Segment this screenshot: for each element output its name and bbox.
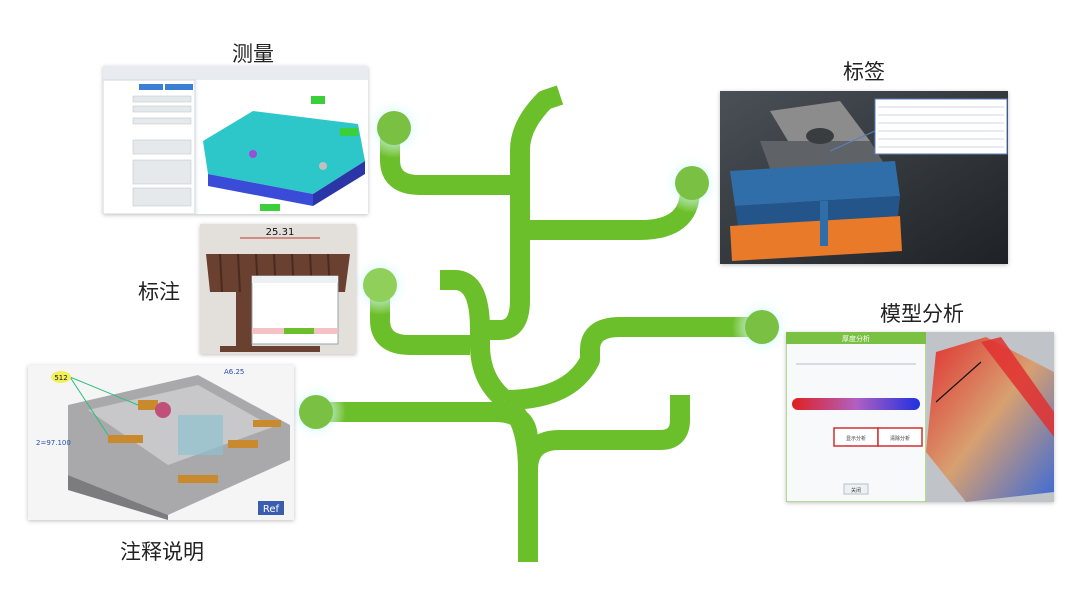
analysis-title-text: 厚度分析 (842, 334, 870, 343)
node-annotation (299, 395, 333, 429)
label-annotation: 注释说明 (120, 540, 204, 564)
branch-annotation (316, 402, 538, 441)
annotation-screenshot: 512 A6.25 2=97.100 Ref (28, 365, 294, 520)
label-dimension: 标注 (138, 280, 180, 304)
label-measure: 测量 (232, 42, 274, 66)
dimension-screenshot: 25.31 (200, 224, 356, 354)
analysis-btn-1-text: 显示分析 (846, 435, 866, 442)
annotation-label-c: 2=97.100 (36, 439, 71, 447)
annotation-ref-text: Ref (263, 504, 280, 515)
branch-middle (470, 330, 512, 408)
branch-measure (480, 85, 564, 340)
bottom-margin (0, 562, 1080, 605)
branch-dimension (370, 285, 470, 355)
measure-screenshot (103, 66, 368, 214)
node-measure (377, 111, 411, 145)
node-tag (675, 166, 709, 200)
branch-model-analysis (504, 317, 760, 410)
dimension-value-text: 25.31 (266, 227, 295, 238)
analysis-close-text: 关闭 (851, 487, 861, 494)
tag-screenshot (720, 91, 1008, 264)
label-model-analysis: 模型分析 (880, 302, 964, 326)
annotation-balloon-text: 512 (54, 374, 67, 382)
analysis-btn-2-text: 清除分析 (890, 435, 910, 442)
node-model-analysis (745, 310, 779, 344)
model-analysis-screenshot: 厚度分析 显示分析 清除分析 关闭 (786, 332, 1054, 502)
annotation-label-b: A6.25 (224, 368, 244, 376)
node-dimension (363, 268, 397, 302)
label-tag: 标签 (843, 60, 885, 84)
branch-tag (520, 189, 700, 240)
